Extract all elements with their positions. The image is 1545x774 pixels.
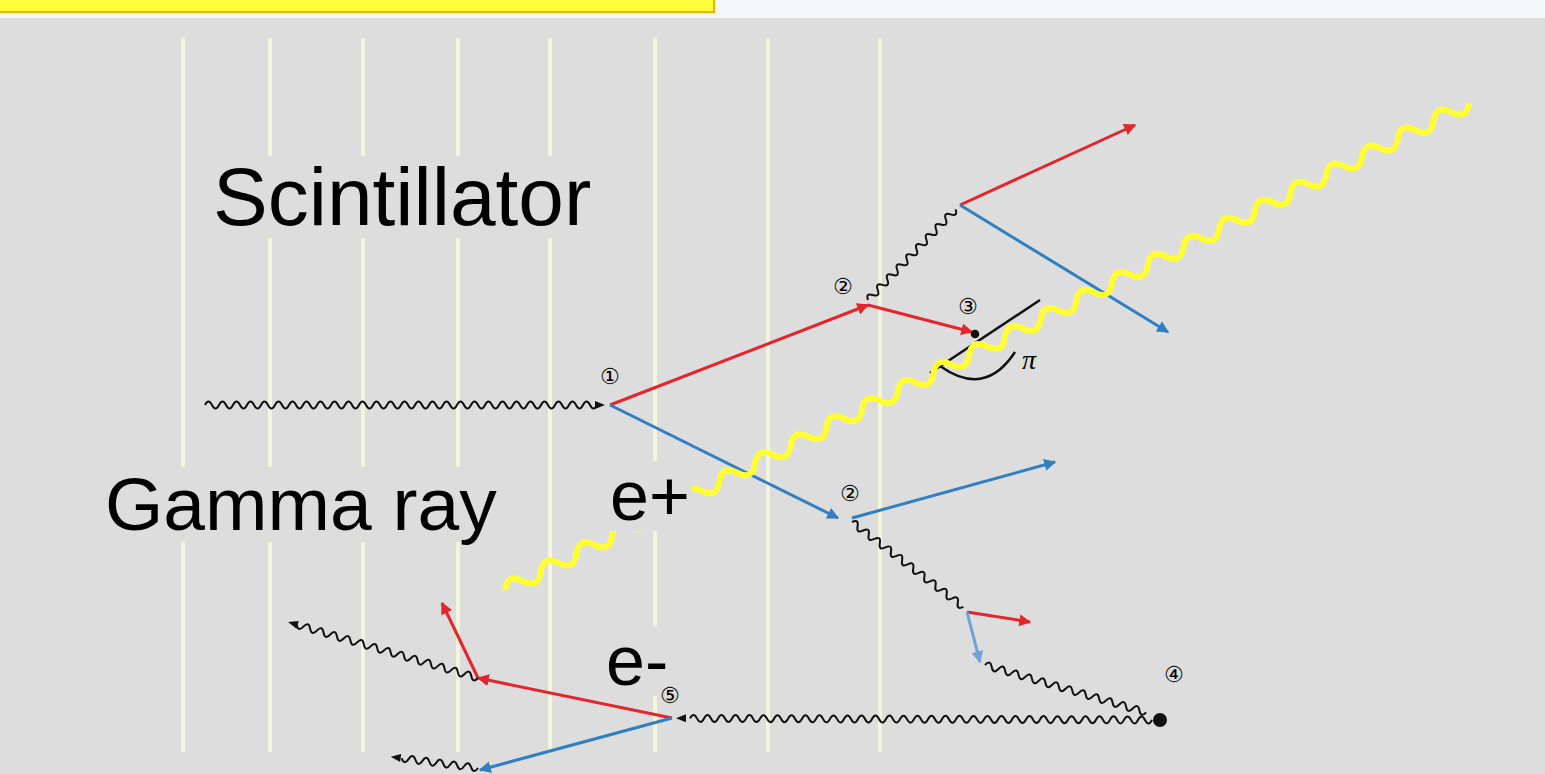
wave-line	[690, 715, 1152, 724]
highlight-bar	[0, 0, 714, 12]
particle-label: e+	[608, 461, 692, 531]
callout-number: ②	[831, 276, 855, 298]
particle-label: Gamma ray	[103, 467, 499, 542]
wave-line	[401, 755, 478, 772]
wave-line	[502, 97, 1472, 596]
angle-mark	[930, 300, 1040, 379]
material-label: Scintillator	[211, 156, 593, 238]
callout-number: ④	[1162, 664, 1186, 686]
callout-number: ⑤	[658, 685, 682, 707]
callout-number: ①	[598, 366, 622, 388]
wave-line	[296, 621, 479, 681]
photon-wave	[502, 97, 1472, 596]
wave-line	[865, 207, 958, 302]
wave-line	[984, 662, 1147, 716]
scintillator-plates	[183, 38, 880, 752]
angle-label: π	[1020, 346, 1038, 374]
absorption-dot	[1153, 713, 1167, 727]
callout-number: ③	[956, 296, 980, 318]
wave-line	[205, 402, 597, 409]
callout-number: ②	[838, 483, 862, 505]
wave-line	[850, 519, 966, 609]
